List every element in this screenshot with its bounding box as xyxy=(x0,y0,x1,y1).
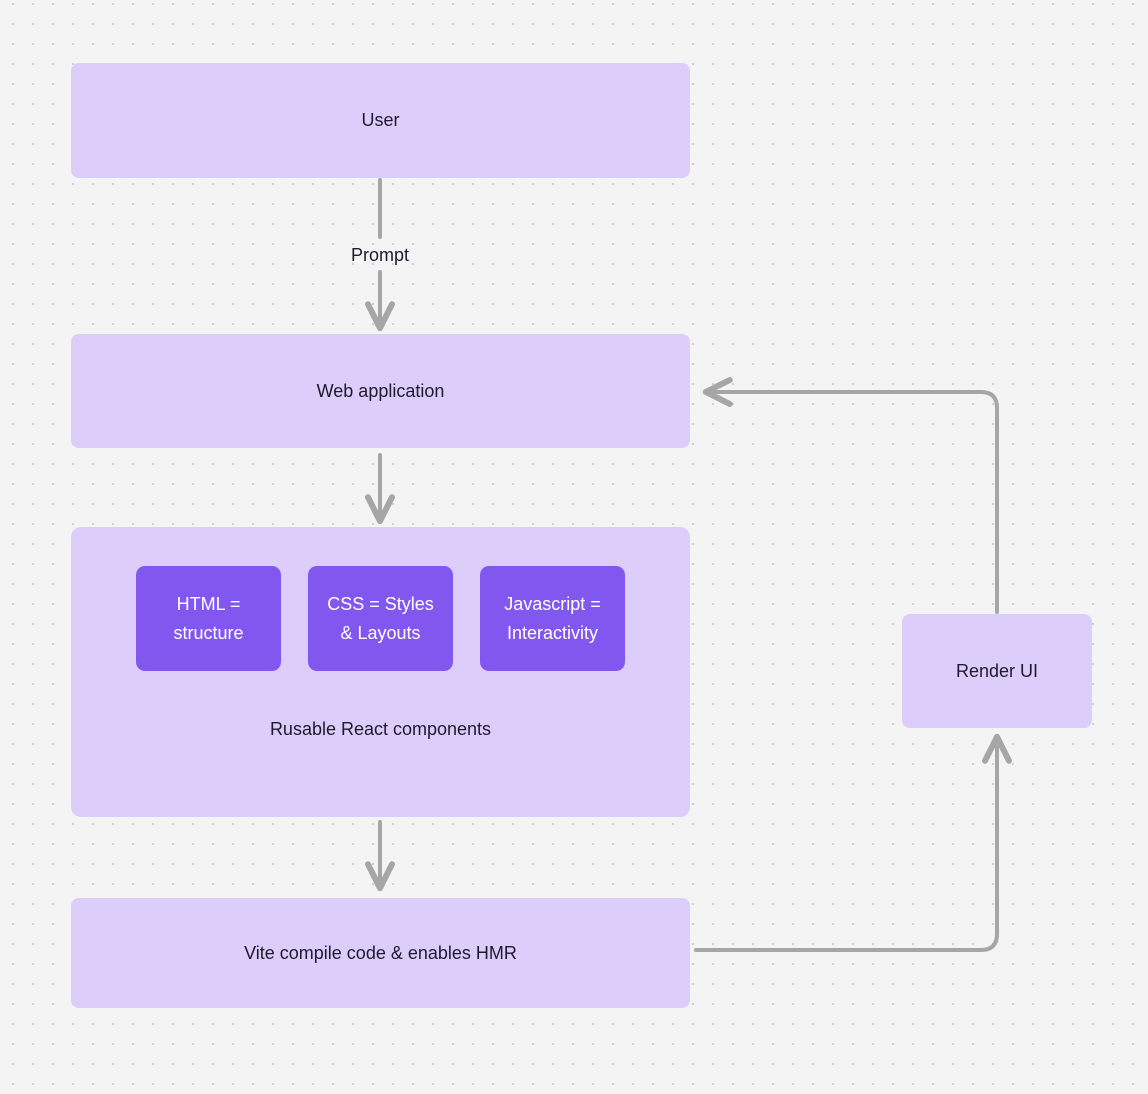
sub-node-html-label: HTML = structure xyxy=(173,593,244,643)
edge-vite-to-render xyxy=(694,733,1012,952)
sub-node-javascript-label: Javascript = Interactivity xyxy=(504,593,601,643)
edge-render-to-webapp xyxy=(702,377,999,614)
edge-label-prompt: Prompt xyxy=(350,245,410,265)
sub-node-html[interactable]: HTML = structure xyxy=(136,566,281,671)
node-react-components-caption: Rusable React components xyxy=(269,719,492,739)
sub-node-row: HTML = structure CSS = Styles & Layouts … xyxy=(71,566,690,671)
node-render-ui[interactable]: Render UI xyxy=(902,614,1092,728)
sub-node-javascript[interactable]: Javascript = Interactivity xyxy=(480,566,625,671)
node-web-application-label: Web application xyxy=(316,380,445,401)
node-user-label: User xyxy=(361,110,400,131)
node-web-application[interactable]: Web application xyxy=(71,334,690,448)
node-vite[interactable]: Vite compile code & enables HMR xyxy=(71,898,690,1008)
node-vite-label: Vite compile code & enables HMR xyxy=(244,942,517,963)
sub-node-css-label: CSS = Styles & Layouts xyxy=(327,593,434,643)
node-user[interactable]: User xyxy=(71,63,690,178)
sub-node-css[interactable]: CSS = Styles & Layouts xyxy=(308,566,453,671)
node-react-components-group[interactable]: HTML = structure CSS = Styles & Layouts … xyxy=(71,527,690,817)
node-render-ui-label: Render UI xyxy=(955,660,1039,681)
